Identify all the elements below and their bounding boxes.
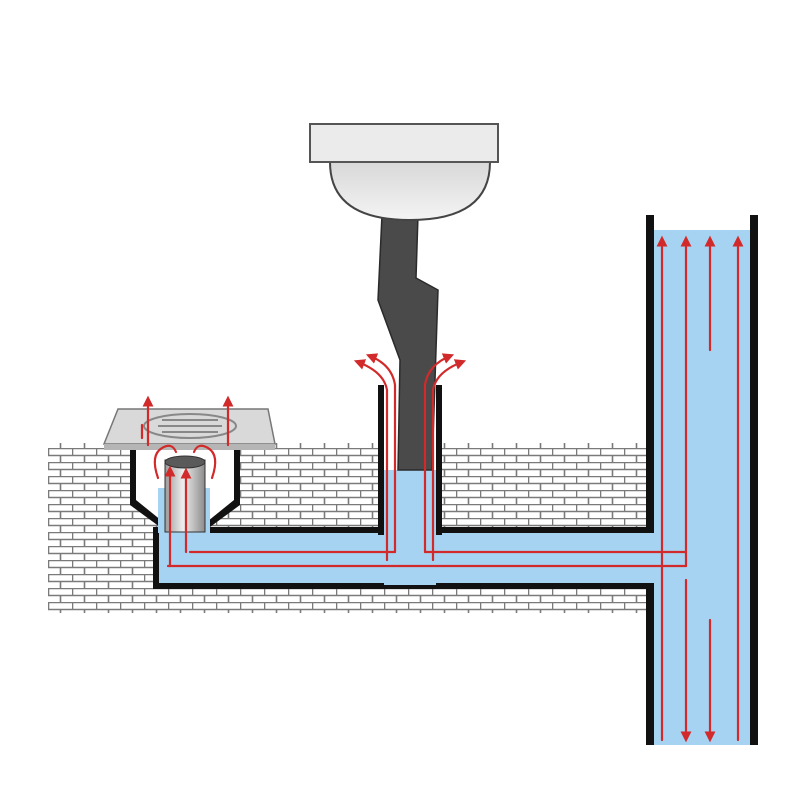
sink-basin	[309, 123, 499, 222]
airflow-line-icon	[192, 444, 217, 480]
airflow-line-icon	[353, 359, 389, 562]
airflow-line-icon	[365, 353, 397, 554]
vertical-stack	[646, 215, 758, 745]
airflow-line-icon	[153, 444, 178, 480]
airflow-arrows	[140, 235, 744, 743]
airflow-line-icon	[431, 359, 467, 562]
airflow-line-icon	[423, 353, 455, 554]
